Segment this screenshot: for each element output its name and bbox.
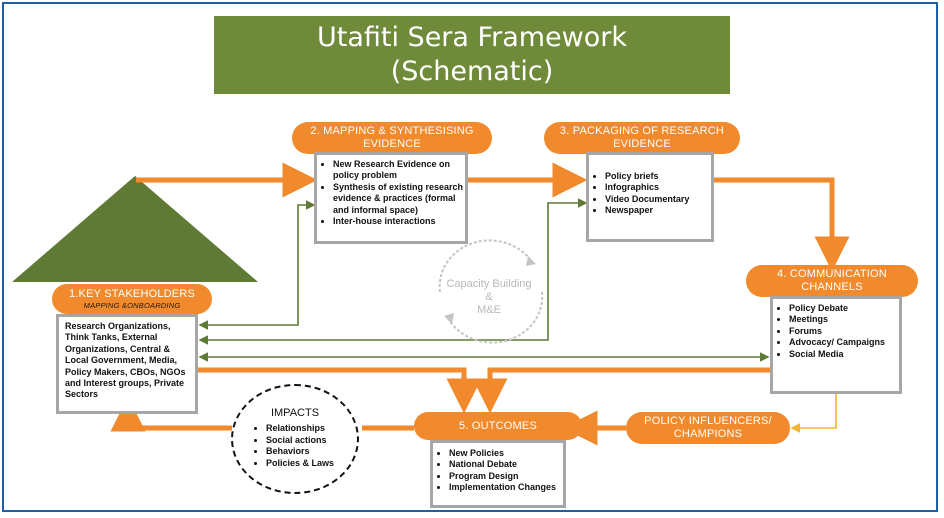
arrow-stakeholders-to-outcomes: [196, 367, 482, 414]
communication-card: Policy Debate Meetings Forums Advocacy/ …: [770, 296, 902, 394]
stakeholders-header: 1.KEY STAKEHOLDERS MAPPING &ONBOARDING: [52, 284, 212, 314]
packaging-title-line2: EVIDENCE: [613, 138, 671, 150]
arrow-communication-to-outcomes: [472, 367, 770, 414]
influencers-header: POLICY INFLUENCERS/ CHAMPIONS: [626, 412, 790, 444]
list-item: Forums: [789, 326, 899, 337]
mapping-list: New Research Evidence on policy problem …: [317, 159, 465, 227]
list-item: Meetings: [789, 314, 899, 325]
stakeholders-subtitle: MAPPING &ONBOARDING: [83, 300, 181, 310]
mapping-card: New Research Evidence on policy problem …: [314, 152, 468, 244]
stakeholders-card: Research Organizations, Think Tanks, Ext…: [56, 314, 198, 414]
influencers-title-line1: POLICY INFLUENCERS/: [644, 415, 772, 427]
packaging-card: Policy briefs Infographics Video Documen…: [586, 152, 714, 242]
stakeholders-body: Research Organizations, Think Tanks, Ext…: [65, 321, 186, 400]
impacts-list: Relationships Social actions Behaviors P…: [233, 423, 357, 469]
packaging-list: Policy briefs Infographics Video Documen…: [589, 171, 711, 217]
outcomes-card: New Policies National Debate Program Des…: [430, 440, 566, 508]
title-line-2: (Schematic): [390, 56, 554, 87]
capacity-cycle-icon: [438, 239, 544, 344]
title-line-1: Utafiti Sera Framework: [316, 22, 627, 53]
impacts-circle: IMPACTS Relationships Social actions Beh…: [231, 384, 359, 494]
list-item: Social Media: [789, 349, 899, 360]
arrow-communication-to-influencers: [790, 394, 837, 433]
diagram-title: Utafiti Sera Framework (Schematic): [214, 16, 730, 94]
diagram-frame: [2, 2, 938, 512]
list-item: Program Design: [449, 471, 563, 482]
outcomes-header: 5. OUTCOMES: [414, 412, 582, 440]
outcomes-title: 5. OUTCOMES: [459, 419, 537, 432]
arrow-packaging-to-communication: [714, 177, 850, 272]
list-item: New Policies: [449, 448, 563, 459]
list-item: Policy Debate: [789, 303, 899, 314]
list-item: Synthesis of existing research evidence …: [333, 182, 465, 216]
packaging-header: 3. PACKAGING OF RESEARCH EVIDENCE: [544, 122, 740, 154]
communication-header: 4. COMMUNICATION CHANNELS: [746, 265, 918, 297]
communication-title-line1: 4. COMMUNICATION: [777, 268, 887, 280]
communication-list: Policy Debate Meetings Forums Advocacy/ …: [773, 303, 899, 360]
capacity-arrowhead-1: [526, 256, 536, 266]
list-item: Policy briefs: [605, 171, 711, 182]
list-item: Implementation Changes: [449, 482, 563, 493]
list-item: Policies & Laws: [266, 458, 357, 469]
capacity-arrowhead-2: [444, 313, 454, 324]
list-item: Video Documentary: [605, 194, 711, 205]
capacity-line-1: Capacity Building: [446, 278, 532, 290]
stakeholders-title: 1.KEY STAKEHOLDERS: [68, 287, 196, 300]
list-item: Behaviors: [266, 446, 357, 457]
packaging-title-line1: 3. PACKAGING OF RESEARCH: [559, 125, 725, 137]
list-item: Infographics: [605, 182, 711, 193]
list-item: Relationships: [266, 423, 357, 434]
list-item: Advocacy/ Campaigns: [789, 337, 899, 348]
arrow-impacts-to-stakeholders: [110, 396, 232, 432]
list-item: Newspaper: [605, 205, 711, 216]
mapping-header: 2. MAPPING & SYNTHESISING EVIDENCE: [292, 122, 492, 154]
list-item: National Debate: [449, 459, 563, 470]
impacts-title: IMPACTS: [270, 407, 320, 419]
list-item: Inter-house interactions: [333, 216, 465, 227]
list-item: Social actions: [266, 435, 357, 446]
capacity-building-label: Capacity Building & M&E: [432, 240, 546, 344]
outcomes-list: New Policies National Debate Program Des…: [433, 448, 563, 494]
communication-title-line2: CHANNELS: [801, 281, 863, 293]
capacity-line-3: M&E: [477, 304, 501, 316]
influencers-title-line2: CHAMPIONS: [673, 428, 743, 440]
stakeholders-roof: [12, 176, 258, 282]
list-item: New Research Evidence on policy problem: [333, 159, 465, 182]
mapping-title-line1: 2. MAPPING & SYNTHESISING: [310, 125, 474, 137]
mapping-title-line2: EVIDENCE: [363, 138, 421, 150]
green-link-stakeholders-packaging: [198, 198, 588, 345]
capacity-line-2: &: [485, 291, 493, 303]
